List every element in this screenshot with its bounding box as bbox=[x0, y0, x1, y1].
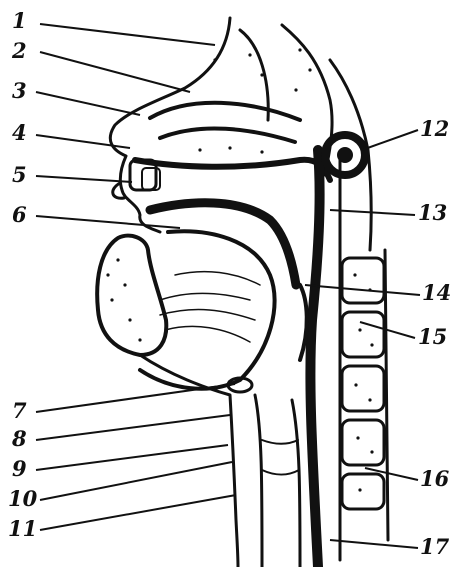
leader-9 bbox=[36, 445, 228, 470]
vocal-fold bbox=[262, 470, 299, 475]
leader-17 bbox=[330, 540, 418, 548]
trachea-front bbox=[255, 395, 262, 567]
leader-2 bbox=[40, 52, 190, 92]
anatomy-drawing bbox=[97, 18, 388, 567]
label-9: 9 bbox=[12, 456, 27, 481]
vertebra bbox=[342, 312, 384, 357]
leader-1 bbox=[40, 24, 215, 45]
palate bbox=[135, 160, 330, 180]
label-2: 2 bbox=[11, 38, 27, 63]
mandible bbox=[97, 236, 166, 355]
leader-8 bbox=[36, 415, 230, 440]
leader-6 bbox=[36, 216, 180, 228]
pharynx bbox=[310, 150, 319, 567]
leader-11 bbox=[40, 495, 236, 530]
fiber bbox=[160, 310, 255, 320]
label-10: 10 bbox=[8, 486, 38, 511]
label-1: 1 bbox=[12, 8, 27, 33]
label-13: 13 bbox=[418, 200, 447, 225]
label-6: 6 bbox=[12, 202, 27, 227]
fiber bbox=[175, 272, 260, 285]
vertebra bbox=[342, 474, 384, 509]
label-11: 11 bbox=[8, 516, 37, 541]
leader-15 bbox=[360, 322, 415, 338]
fiber bbox=[160, 293, 250, 300]
label-17: 17 bbox=[420, 534, 450, 559]
turbinate-upper bbox=[150, 103, 300, 120]
trachea-back bbox=[292, 400, 300, 567]
label-15: 15 bbox=[418, 324, 447, 349]
label-3: 3 bbox=[12, 78, 27, 103]
vertebra bbox=[342, 366, 384, 411]
label-4: 4 bbox=[12, 120, 27, 145]
leader-4 bbox=[36, 135, 130, 148]
turbinate-middle bbox=[160, 128, 295, 142]
label-12: 12 bbox=[420, 116, 449, 141]
leader-14 bbox=[305, 285, 420, 295]
label-16: 16 bbox=[420, 466, 450, 491]
leader-3 bbox=[36, 92, 140, 115]
vocal-fold bbox=[262, 440, 298, 444]
leader-10 bbox=[40, 462, 232, 500]
vertebra bbox=[342, 258, 384, 303]
label-5: 5 bbox=[12, 162, 27, 187]
fiber bbox=[165, 326, 250, 342]
vertebra bbox=[342, 420, 384, 465]
leader-5 bbox=[36, 176, 132, 182]
label-8: 8 bbox=[11, 426, 27, 451]
leader-12 bbox=[362, 130, 418, 150]
label-7: 7 bbox=[12, 398, 27, 423]
leader-7 bbox=[36, 384, 235, 412]
tube-opening-center bbox=[337, 147, 353, 163]
label-14: 14 bbox=[422, 280, 451, 305]
